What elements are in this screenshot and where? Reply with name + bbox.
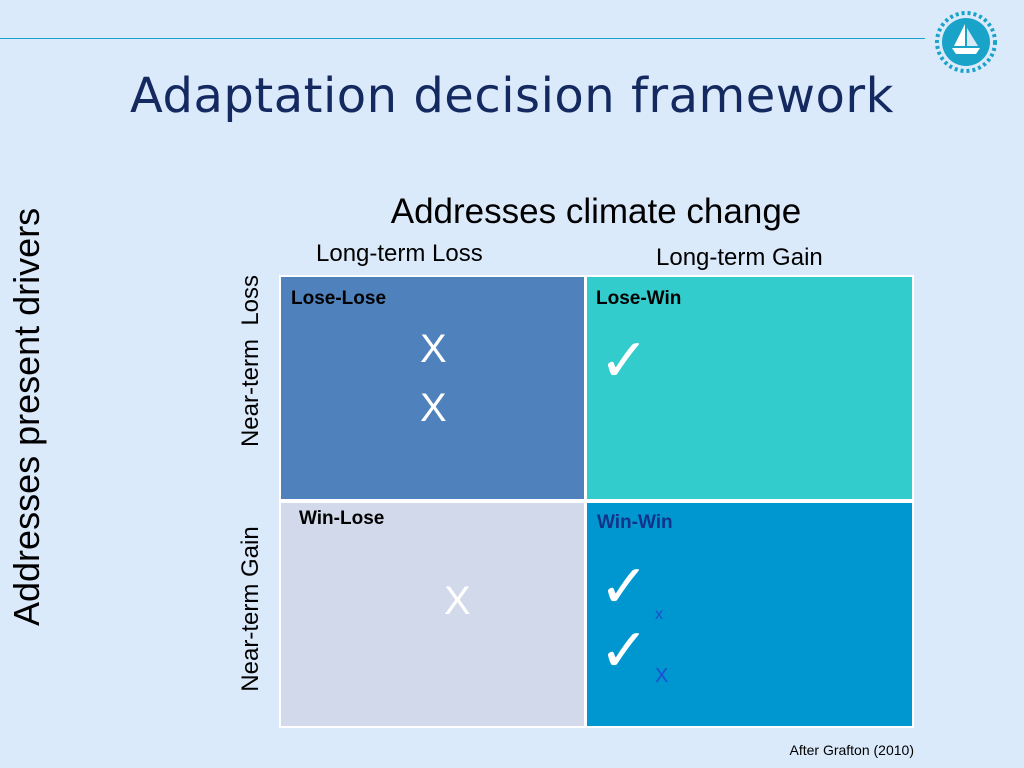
cell-win-win: Win-Win ✓ x ✓ X: [587, 503, 912, 726]
top-axis-title: Addresses climate change: [390, 192, 802, 231]
checkmark-icon: ✓: [599, 616, 650, 686]
header-divider: [0, 38, 925, 39]
column-label-long-term-gain: Long-term Gain: [656, 244, 823, 271]
row-label-near-term-loss: Near-term Loss: [237, 274, 264, 448]
x-mark: X: [420, 327, 447, 371]
checkmark-icon: ✓: [599, 552, 650, 622]
sailboat-logo-icon: [935, 11, 997, 73]
left-axis-title: Addresses present drivers: [6, 207, 47, 626]
x-mark: X: [444, 579, 471, 623]
x-mark: x: [655, 606, 663, 623]
cell-label: Lose-Lose: [291, 288, 387, 309]
column-label-long-term-loss: Long-term Loss: [316, 240, 483, 267]
cell-label: Lose-Win: [596, 288, 682, 309]
row-label-near-term-gain: Near-term Gain: [237, 526, 264, 692]
cell-win-lose: Win-Lose X: [281, 503, 584, 726]
cell-label: Win-Lose: [299, 508, 385, 529]
x-mark: X: [420, 386, 447, 430]
cell-lose-win: Lose-Win ✓: [587, 277, 912, 499]
slide-title: Adaptation decision framework: [130, 68, 894, 124]
checkmark-icon: ✓: [599, 326, 650, 396]
decision-matrix: Lose-Lose X X Lose-Win ✓ Win-Lose X Win-…: [279, 275, 914, 728]
cell-lose-lose: Lose-Lose X X: [281, 277, 584, 499]
x-mark: X: [655, 665, 669, 687]
source-credit: After Grafton (2010): [789, 742, 914, 758]
cell-label: Win-Win: [597, 512, 673, 533]
